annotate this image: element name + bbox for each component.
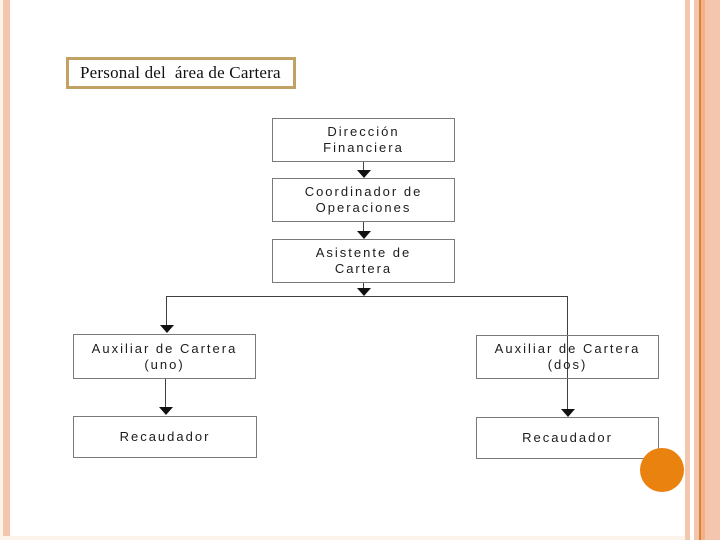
arrow-down-icon	[561, 409, 575, 417]
arrow-down-icon	[160, 325, 174, 333]
org-box-label: Operaciones	[315, 200, 412, 215]
left-edge-cream-strip	[0, 0, 3, 540]
connector-coordinador-asistente-line	[363, 222, 364, 231]
right-accent-stripe-2	[694, 0, 699, 540]
slide-title-box: Personal del área de Cartera	[66, 57, 296, 89]
org-box-label: Recaudador	[522, 430, 613, 445]
slide-title: Personal del área de Cartera	[80, 63, 281, 82]
arrow-down-icon	[159, 407, 173, 415]
right-accent-stripe-orange-dark	[699, 0, 701, 540]
org-box-label: Coordinador de	[304, 184, 423, 199]
arrow-down-icon	[357, 231, 371, 239]
connector-direccion-coordinador-line	[363, 162, 364, 171]
org-box-label: Cartera	[334, 261, 393, 276]
right-accent-stripe-orange-light	[701, 0, 705, 540]
connector-branch-recaudador-dos-line	[567, 297, 568, 409]
org-box-label: Auxiliar de Cartera	[91, 340, 238, 356]
org-box-recaudador-izquierda: Recaudador	[73, 416, 257, 458]
left-accent-stripe	[3, 0, 10, 536]
org-box-direccion-financiera: Dirección Financiera	[272, 118, 455, 162]
arrow-down-icon	[357, 288, 371, 296]
connector-asistente-branch-line	[363, 283, 364, 288]
right-accent-stripe-1	[685, 0, 690, 540]
org-box-auxiliar-cartera-dos: Auxiliar de Cartera (dos)	[476, 335, 659, 379]
org-box-asistente-cartera: Asistente de Cartera	[272, 239, 455, 283]
org-box-recaudador-derecha: Recaudador	[476, 417, 659, 459]
org-box-label: Auxiliar de Cartera	[494, 341, 641, 356]
org-box-label: Asistente de	[315, 245, 412, 260]
connector-branch-auxiliar-uno-line	[166, 297, 167, 325]
orange-accent-circle	[640, 448, 684, 492]
connector-auxiliar-uno-recaudador-line	[165, 379, 166, 407]
org-box-label: Financiera	[323, 140, 404, 155]
org-box-label: Recaudador	[119, 429, 211, 444]
right-accent-stripe-3	[705, 0, 720, 540]
org-box-label: Dirección	[327, 124, 400, 139]
arrow-down-icon	[357, 170, 371, 178]
org-box-coordinador-operaciones: Coordinador de Operaciones	[272, 178, 455, 222]
bottom-edge-cream-strip	[0, 536, 685, 540]
org-box-label: (dos)	[547, 357, 588, 372]
org-box-label: (uno)	[144, 356, 185, 372]
org-box-auxiliar-cartera-uno: Auxiliar de Cartera (uno)	[73, 334, 256, 379]
branch-horizontal-line	[166, 296, 568, 297]
